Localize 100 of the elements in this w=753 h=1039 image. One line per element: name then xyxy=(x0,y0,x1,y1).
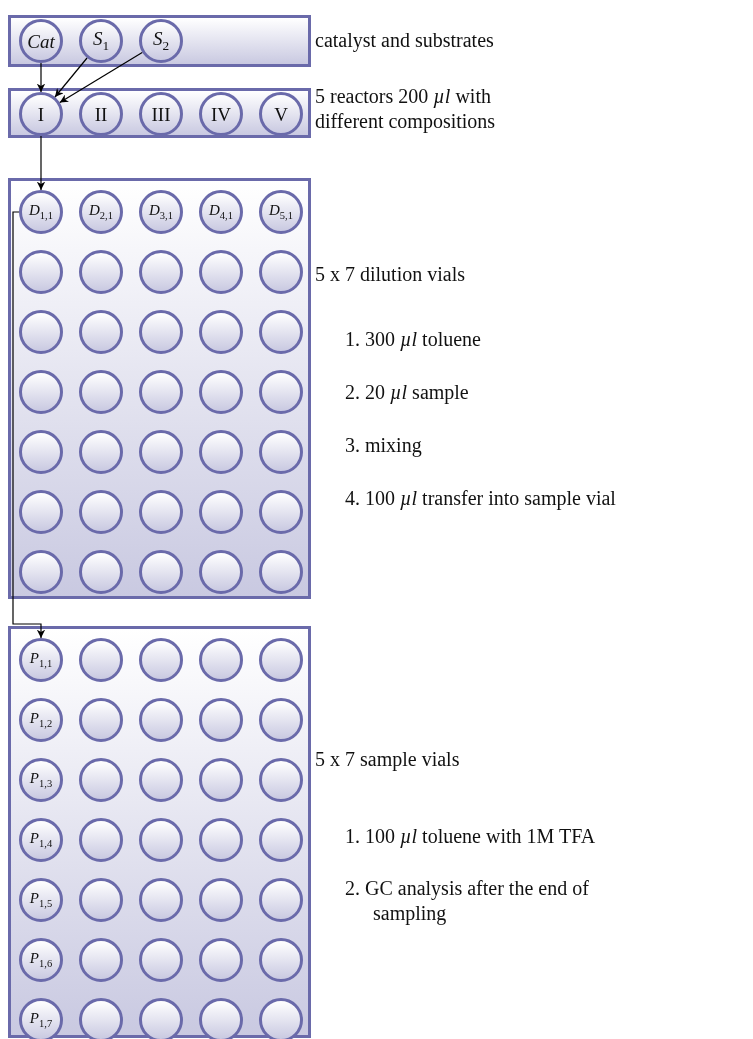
vial-circle xyxy=(19,938,63,982)
vial-circle xyxy=(259,190,303,234)
vial-circle xyxy=(19,758,63,802)
vial-circle xyxy=(19,310,63,354)
vial-circle xyxy=(259,310,303,354)
vial-circle xyxy=(259,938,303,982)
vial-circle xyxy=(259,490,303,534)
vial-circle xyxy=(139,550,183,594)
vial-circle xyxy=(199,758,243,802)
vial-circle xyxy=(79,938,123,982)
vial-circle xyxy=(139,490,183,534)
vial-circle xyxy=(139,250,183,294)
vial-circle xyxy=(199,998,243,1039)
vial-circle xyxy=(19,430,63,474)
vial-circle xyxy=(199,938,243,982)
vial-circle xyxy=(19,490,63,534)
vial-label: S$_{1}$ xyxy=(92,29,110,53)
vial-circle xyxy=(199,310,243,354)
vial-circle xyxy=(19,638,63,682)
vial-circle xyxy=(19,250,63,294)
vial-circle xyxy=(139,998,183,1039)
vial-circle xyxy=(139,19,183,63)
vial-label: I xyxy=(37,104,45,124)
vial-circle xyxy=(139,370,183,414)
vial-label: P$_{1,4}$ xyxy=(29,830,53,850)
vial-label: D$_{1,1}$ xyxy=(29,202,53,222)
arrow xyxy=(36,135,46,191)
vial-rack xyxy=(8,178,311,599)
vial-label: D$_{4,1}$ xyxy=(209,202,233,222)
vial-circle xyxy=(259,998,303,1039)
vial-circle xyxy=(199,370,243,414)
vial-circle xyxy=(259,370,303,414)
vial-label: P$_{1,6}$ xyxy=(29,950,53,970)
vial-label: III xyxy=(151,104,171,124)
note-text: 5 reactors 200 µl with different compositions xyxy=(315,84,497,134)
vial-circle xyxy=(79,190,123,234)
vial-circle xyxy=(139,818,183,862)
vial-circle xyxy=(79,818,123,862)
note-text: 5 x 7 sample vials xyxy=(315,747,461,772)
vial-circle xyxy=(139,638,183,682)
arrow xyxy=(12,211,46,639)
vial-circle xyxy=(19,550,63,594)
vial-circle xyxy=(79,490,123,534)
vial-label: P$_{1,3}$ xyxy=(29,770,53,790)
vial-circle xyxy=(139,190,183,234)
vial-circle xyxy=(79,430,123,474)
vial-label: D$_{3,1}$ xyxy=(149,202,173,222)
vial-label: D$_{2,1}$ xyxy=(89,202,113,222)
vial-circle xyxy=(19,998,63,1039)
vial-label: P$_{1,7}$ xyxy=(29,1010,53,1030)
vial-circle xyxy=(139,758,183,802)
vial-circle xyxy=(19,698,63,742)
vial-circle xyxy=(259,638,303,682)
vial-circle xyxy=(79,878,123,922)
vial-label: V xyxy=(274,104,288,124)
vial-circle xyxy=(19,370,63,414)
vial-circle xyxy=(79,310,123,354)
vial-label: P$_{1,2}$ xyxy=(29,710,53,730)
vial-label: Cat xyxy=(27,31,55,51)
vial-circle xyxy=(259,550,303,594)
vial-circle xyxy=(199,878,243,922)
vial-circle xyxy=(19,92,63,136)
vial-circle xyxy=(259,758,303,802)
arrow xyxy=(54,57,88,98)
vial-circle xyxy=(199,550,243,594)
note-text: 5 x 7 dilution vials xyxy=(315,262,466,287)
vial-circle xyxy=(139,310,183,354)
vial-rack xyxy=(8,626,311,1038)
vial-circle xyxy=(19,190,63,234)
vial-circle xyxy=(199,430,243,474)
vial-circle xyxy=(139,430,183,474)
vial-circle xyxy=(139,92,183,136)
vial-circle xyxy=(19,878,63,922)
vial-label: D$_{5,1}$ xyxy=(269,202,293,222)
vial-label: P$_{1,5}$ xyxy=(29,890,53,910)
vial-circle xyxy=(259,698,303,742)
vial-circle xyxy=(259,878,303,922)
vial-circle xyxy=(139,698,183,742)
vial-circle xyxy=(79,19,123,63)
vial-circle xyxy=(79,250,123,294)
vial-circle xyxy=(199,190,243,234)
step-text: 3. mixing xyxy=(345,433,423,458)
step-text: 2. GC analysis after the end of sampling xyxy=(345,876,590,926)
step-text: 1. 300 µl toluene xyxy=(345,327,482,352)
vial-circle xyxy=(19,19,63,63)
vial-circle xyxy=(79,638,123,682)
vial-circle xyxy=(79,758,123,802)
vial-circle xyxy=(79,550,123,594)
vial-circle xyxy=(199,818,243,862)
vial-label: P$_{1,1}$ xyxy=(29,650,53,670)
arrow xyxy=(59,51,143,104)
step-text: 2. 20 µl sample xyxy=(345,380,470,405)
vial-circle xyxy=(259,818,303,862)
vial-circle xyxy=(199,250,243,294)
vial-circle xyxy=(259,92,303,136)
vial-circle xyxy=(139,938,183,982)
vial-circle xyxy=(199,92,243,136)
vial-circle xyxy=(79,92,123,136)
vial-rack xyxy=(8,15,311,67)
vial-circle xyxy=(259,430,303,474)
